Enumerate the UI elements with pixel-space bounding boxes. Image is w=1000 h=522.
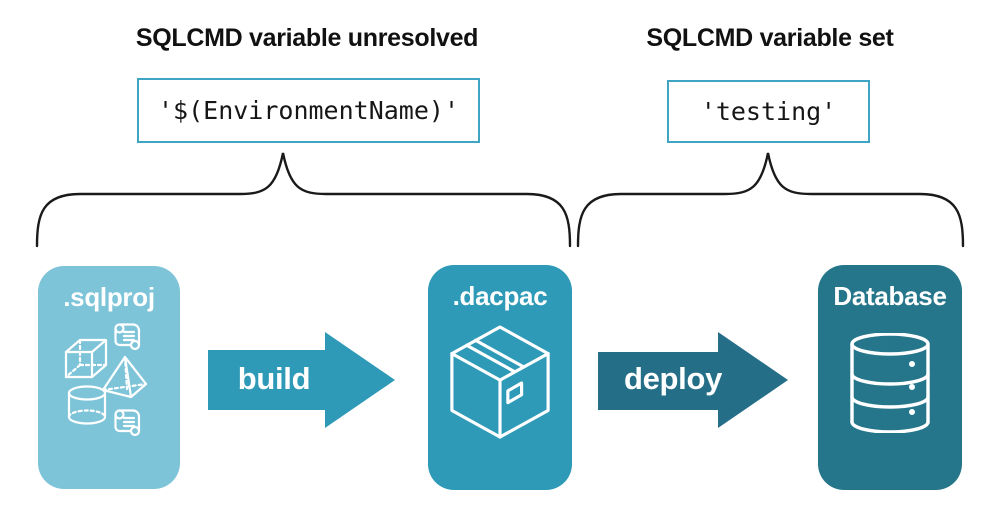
package-box-icon <box>450 325 550 439</box>
dacpac-node: .dacpac <box>428 265 572 490</box>
code-text-unresolved: '$(EnvironmentName)' <box>157 96 460 125</box>
database-label: Database <box>833 281 947 311</box>
heading-sqlcmd-unresolved: SQLCMD variable unresolved <box>135 24 479 52</box>
code-box-testing: 'testing' <box>667 80 870 143</box>
database-cylinder-icon <box>850 333 930 433</box>
script-scroll-icon <box>114 323 141 351</box>
code-text-resolved: 'testing' <box>700 97 837 126</box>
heading-sqlcmd-set: SQLCMD variable set <box>646 24 894 52</box>
database-node: Database <box>818 265 962 490</box>
pyramid-icon <box>101 355 148 399</box>
build-arrow-icon <box>208 332 395 428</box>
code-box-environment-name: '$(EnvironmentName)' <box>137 78 480 143</box>
cylinder-icon <box>67 385 107 425</box>
cube-icon <box>64 338 108 379</box>
sqlproj-node: .sqlproj <box>38 266 180 489</box>
deploy-arrow-icon <box>598 332 788 428</box>
dacpac-label: .dacpac <box>452 281 548 311</box>
brace-left-icon <box>35 152 572 248</box>
script-scroll-icon <box>114 409 141 437</box>
brace-right-icon <box>576 152 965 248</box>
deploy-arrow-label: deploy <box>623 361 723 396</box>
sqlproj-label: .sqlproj <box>63 282 155 312</box>
sql-objects-icons <box>64 323 148 437</box>
build-arrow-label: build <box>237 361 311 396</box>
